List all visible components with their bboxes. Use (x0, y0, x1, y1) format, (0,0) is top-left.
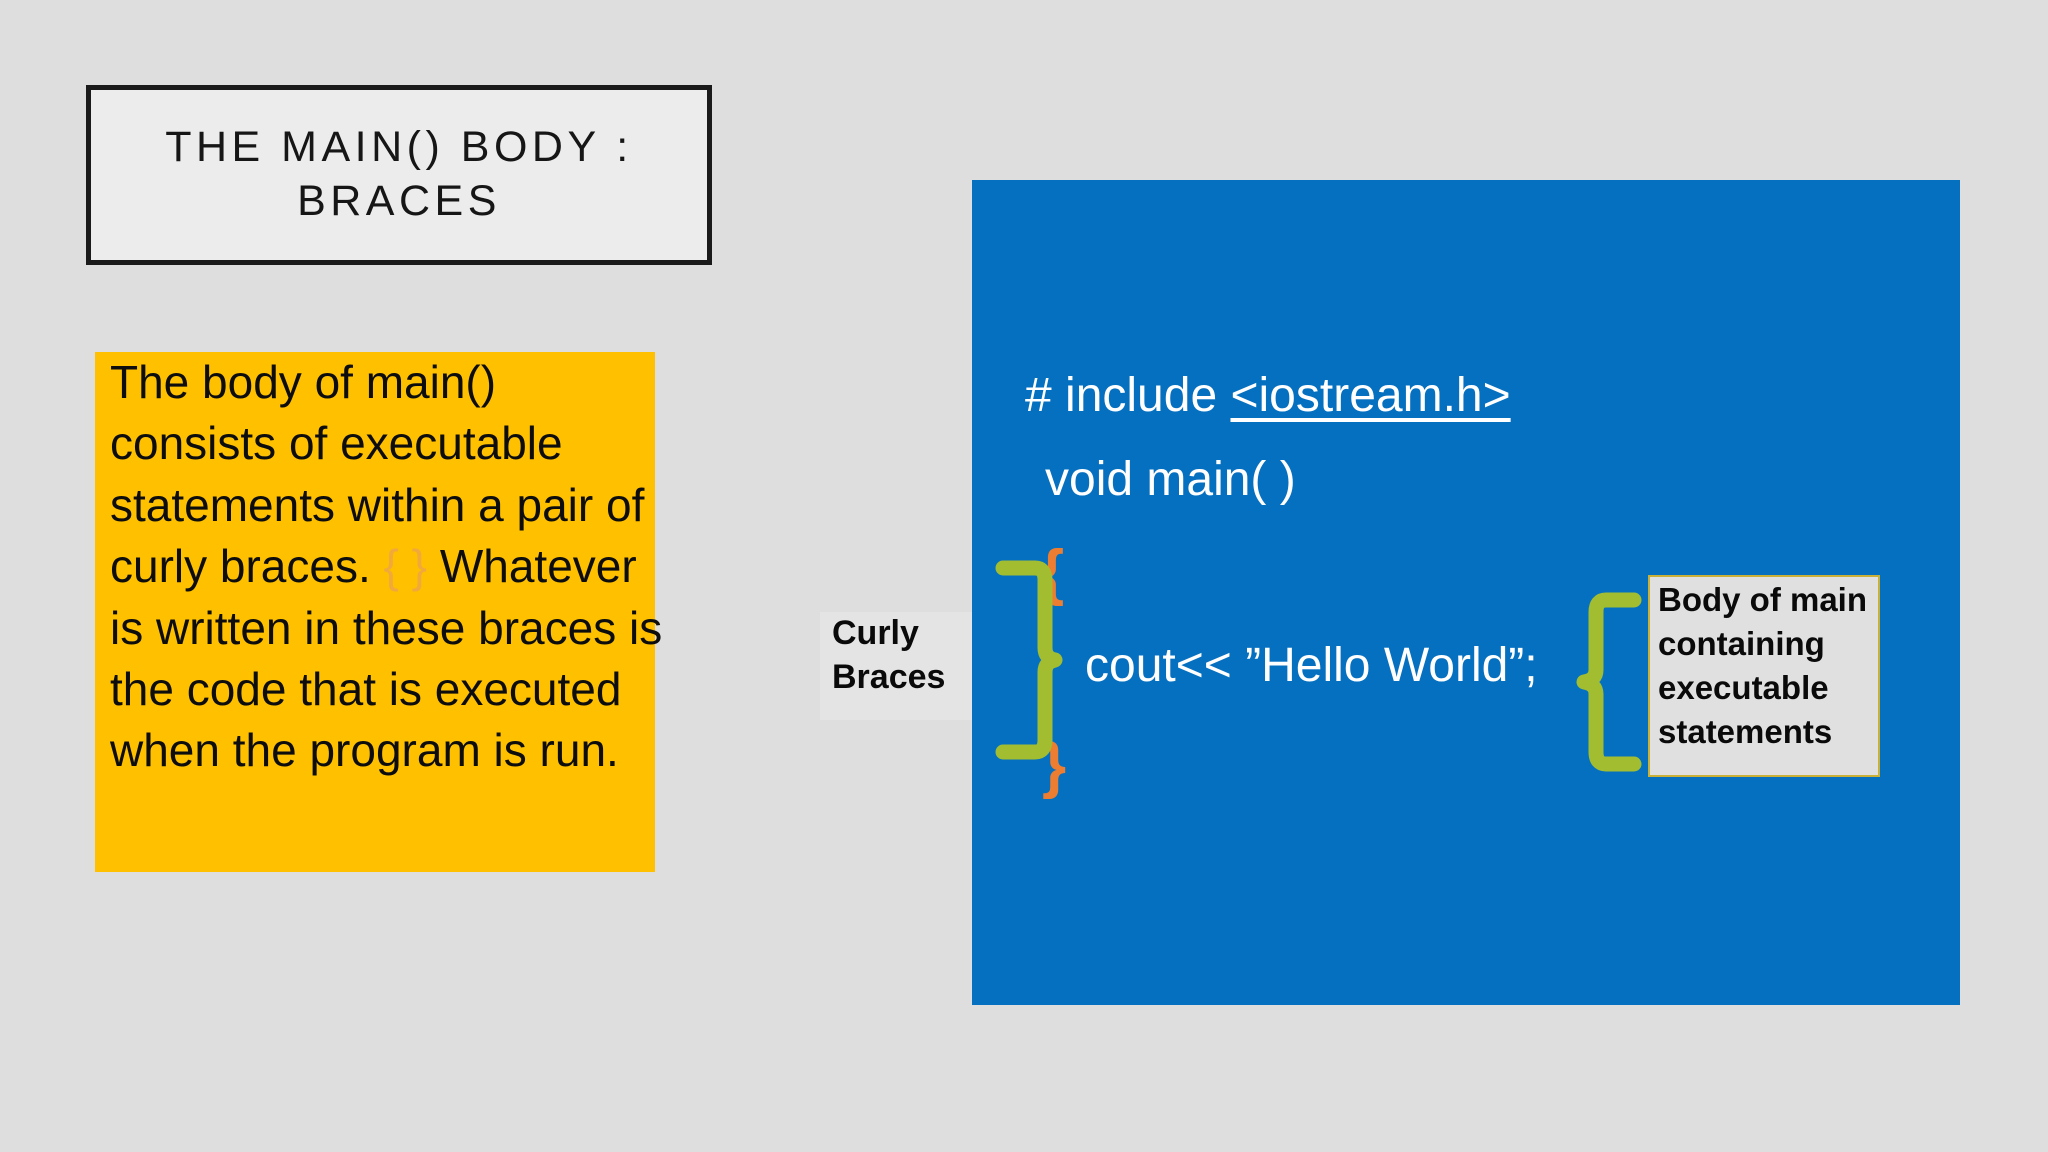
description-text-part-1: The body of main() consists of executabl… (110, 356, 645, 593)
curly-brace-glyph-icon: { } (383, 540, 428, 593)
code-include-prefix: # include (1025, 369, 1231, 422)
right-curly-bracket-icon (1576, 592, 1642, 772)
page-title: THE MAIN() BODY : BRACES (165, 123, 633, 225)
curly-braces-label-background (820, 612, 972, 720)
left-curly-bracket-icon (995, 560, 1063, 760)
code-line-include: # include <iostream.h> (1025, 368, 1511, 423)
curly-braces-label: Curly Braces (832, 614, 946, 696)
title-box: THE MAIN() BODY : BRACES (86, 85, 712, 265)
description-text: The body of main() consists of executabl… (110, 352, 670, 782)
code-include-header: <iostream.h> (1230, 369, 1511, 422)
code-line-statement: cout<< ”Hello World”; (1085, 639, 1538, 692)
body-callout-label: Body of main containing executable state… (1658, 581, 1868, 750)
description-highlight-background (95, 352, 655, 872)
body-callout-box (1648, 575, 1880, 777)
description-text-part-2: Whatever is written in these braces is t… (110, 540, 663, 777)
code-line-main-signature: void main( ) (1045, 453, 1296, 506)
